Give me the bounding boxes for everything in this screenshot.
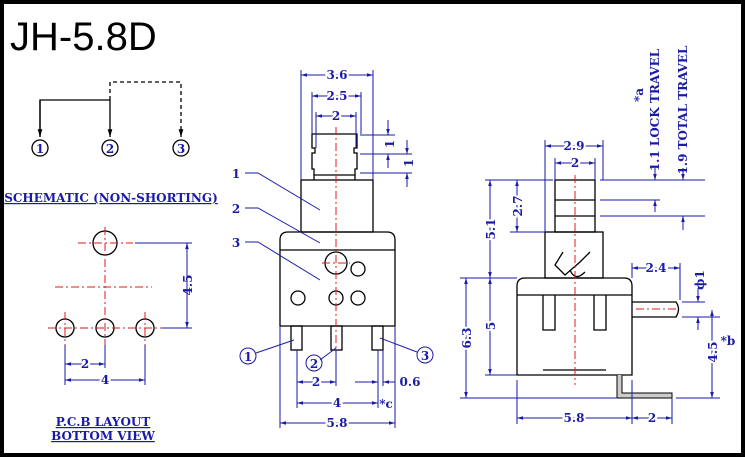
side-dim-5.1: 5.1 [484,219,498,240]
side-dim-6.3: 6.3 [460,328,474,349]
pcb-layout: 4.5 2 4 P.C.B LAYOUT BOTTOM VIEW [48,227,195,443]
front-dim-2: 2 [332,109,340,123]
schematic-pin-3: 3 [177,142,185,156]
side-dim-width: 5.8 [564,411,585,425]
pcb-view-label: BOTTOM VIEW [51,429,155,443]
front-note-c: *c [379,397,393,411]
part-label-1: 1 [232,167,240,181]
side-dim-5: 5 [484,322,498,330]
front-pin-3: 3 [421,349,429,363]
pcb-dim-height: 4.5 [181,275,195,296]
front-dim-pin: 0.6 [400,375,421,389]
front-dim-2.5: 2.5 [327,89,348,103]
part-label-2: 2 [232,202,240,216]
pcb-label: P.C.B LAYOUT [56,415,151,429]
schematic-pin-2: 2 [106,142,114,156]
front-dim-travel-1: 1 [383,140,397,148]
side-dim-2.9: 2.9 [564,139,585,153]
pcb-dim-pitch: 2 [81,357,89,371]
side-dim-offset: 4.5 [706,342,720,363]
front-dim-width: 5.8 [327,416,348,430]
schematic-pin-1: 1 [36,142,44,156]
total-travel-note: 1.9 TOTAL TRAVEL [676,45,690,174]
side-dim-shaft: 2.4 [646,261,667,275]
schematic: 1 2 3 SCHEMATIC (NON-SHORTING) [4,81,218,205]
front-pin-2: 2 [310,357,318,371]
lock-travel-note: 1.1 LOCK TRAVEL [648,48,662,171]
part-label-3: 3 [232,236,240,250]
front-dim-pitch: 2 [312,375,320,389]
side-note-b: *b [721,334,736,348]
side-dim-2: 2 [571,156,579,170]
part-title: JH-5.8D [10,15,157,59]
front-pin-1: 1 [244,350,252,364]
pcb-dim-span: 4 [101,373,109,387]
side-dim-2.7: 2.7 [511,196,525,217]
front-view: 3.6 2.5 2 1 1 1 2 3 1 2 3 2 0.6 4 *c 5.8 [232,66,434,432]
side-view: 2.9 2 5.1 2.7 6.3 5 5.8 2 2.4 ϕ1 4.5 *b … [458,45,736,427]
front-dim-span: 4 [333,396,341,410]
front-dim-3.6: 3.6 [327,68,348,82]
schematic-label: SCHEMATIC (NON-SHORTING) [4,191,218,205]
front-dim-travel-2: 1 [402,159,416,167]
side-dim-diameter: ϕ1 [693,270,707,290]
side-dim-pin: 2 [648,411,656,425]
side-note-a: *a [632,88,646,102]
